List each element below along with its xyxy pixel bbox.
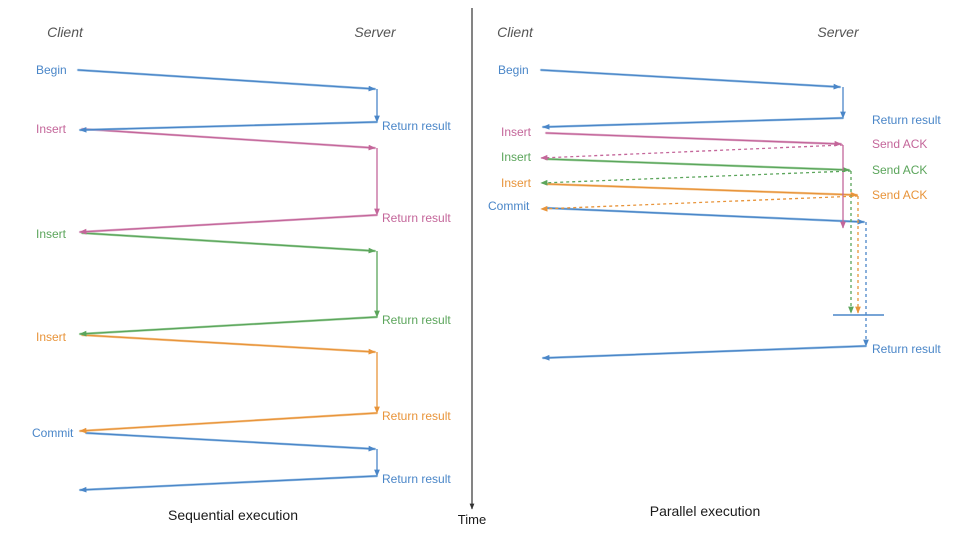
sequential-server-label-4: Return result xyxy=(382,472,451,486)
time-axis-label: Time xyxy=(458,512,486,527)
panel-caption-parallel: Parallel execution xyxy=(650,503,761,519)
divider-layer: Time xyxy=(458,8,486,527)
parallel-server-label-1: Send ACK xyxy=(872,137,927,151)
sequential-insert3-response xyxy=(79,412,378,434)
sequential-server-label-1: Return result xyxy=(382,211,451,225)
sequential-insert2-request xyxy=(81,232,376,254)
parallel-insert2-ack xyxy=(540,170,852,186)
parallel-client-label-4: Commit xyxy=(488,199,530,213)
lane-title-client-parallel: Client xyxy=(497,24,534,40)
sequential-server-label-2: Return result xyxy=(382,313,451,327)
sequential-commit-response xyxy=(79,475,378,493)
parallel-begin-request xyxy=(540,69,841,90)
sequential-server-label-3: Return result xyxy=(382,409,451,423)
sequential-client-label-4: Commit xyxy=(32,426,74,440)
lane-title-client-sequential: Client xyxy=(47,24,84,40)
lane-title-server-parallel: Server xyxy=(817,24,860,40)
sequential-client-label-0: Begin xyxy=(36,63,67,77)
sequential-insert2-response xyxy=(79,316,378,337)
sequential-client-label-1: Insert xyxy=(36,122,67,136)
parallel-server-label-2: Send ACK xyxy=(872,163,927,177)
panel-caption-sequential: Sequential execution xyxy=(168,507,298,523)
parallel-client-label-3: Insert xyxy=(501,176,532,190)
parallel-server-label-4: Return result xyxy=(872,342,941,356)
parallel-server-label-0: Return result xyxy=(872,113,941,127)
sequential-client-label-3: Insert xyxy=(36,330,67,344)
parallel-client-label-0: Begin xyxy=(498,63,529,77)
sequential-insert1-request xyxy=(81,128,376,151)
parallel-insert3-request xyxy=(545,183,858,198)
sequential-begin-request xyxy=(77,69,376,92)
parallel-client-label-2: Insert xyxy=(501,150,532,164)
parallel-insert1-ack xyxy=(540,144,844,161)
sequential-client-label-2: Insert xyxy=(36,227,67,241)
parallel-begin-response xyxy=(542,117,844,130)
parallel-commit-request xyxy=(545,207,865,225)
parallel-server-label-3: Send ACK xyxy=(872,188,927,202)
parallel-client-label-1: Insert xyxy=(501,125,532,139)
parallel-insert3-ack xyxy=(540,195,859,212)
sequential-server-label-0: Return result xyxy=(382,119,451,133)
sequential-insert1-response xyxy=(79,214,378,235)
sequential-commit-request xyxy=(85,432,376,452)
parallel-insert1-request xyxy=(545,132,842,147)
parallel-commit-response xyxy=(542,345,867,361)
sequential-insert3-request xyxy=(81,334,376,355)
lane-title-server-sequential: Server xyxy=(354,24,397,40)
parallel-insert2-request xyxy=(545,158,850,173)
sequential-begin-response xyxy=(79,121,378,133)
